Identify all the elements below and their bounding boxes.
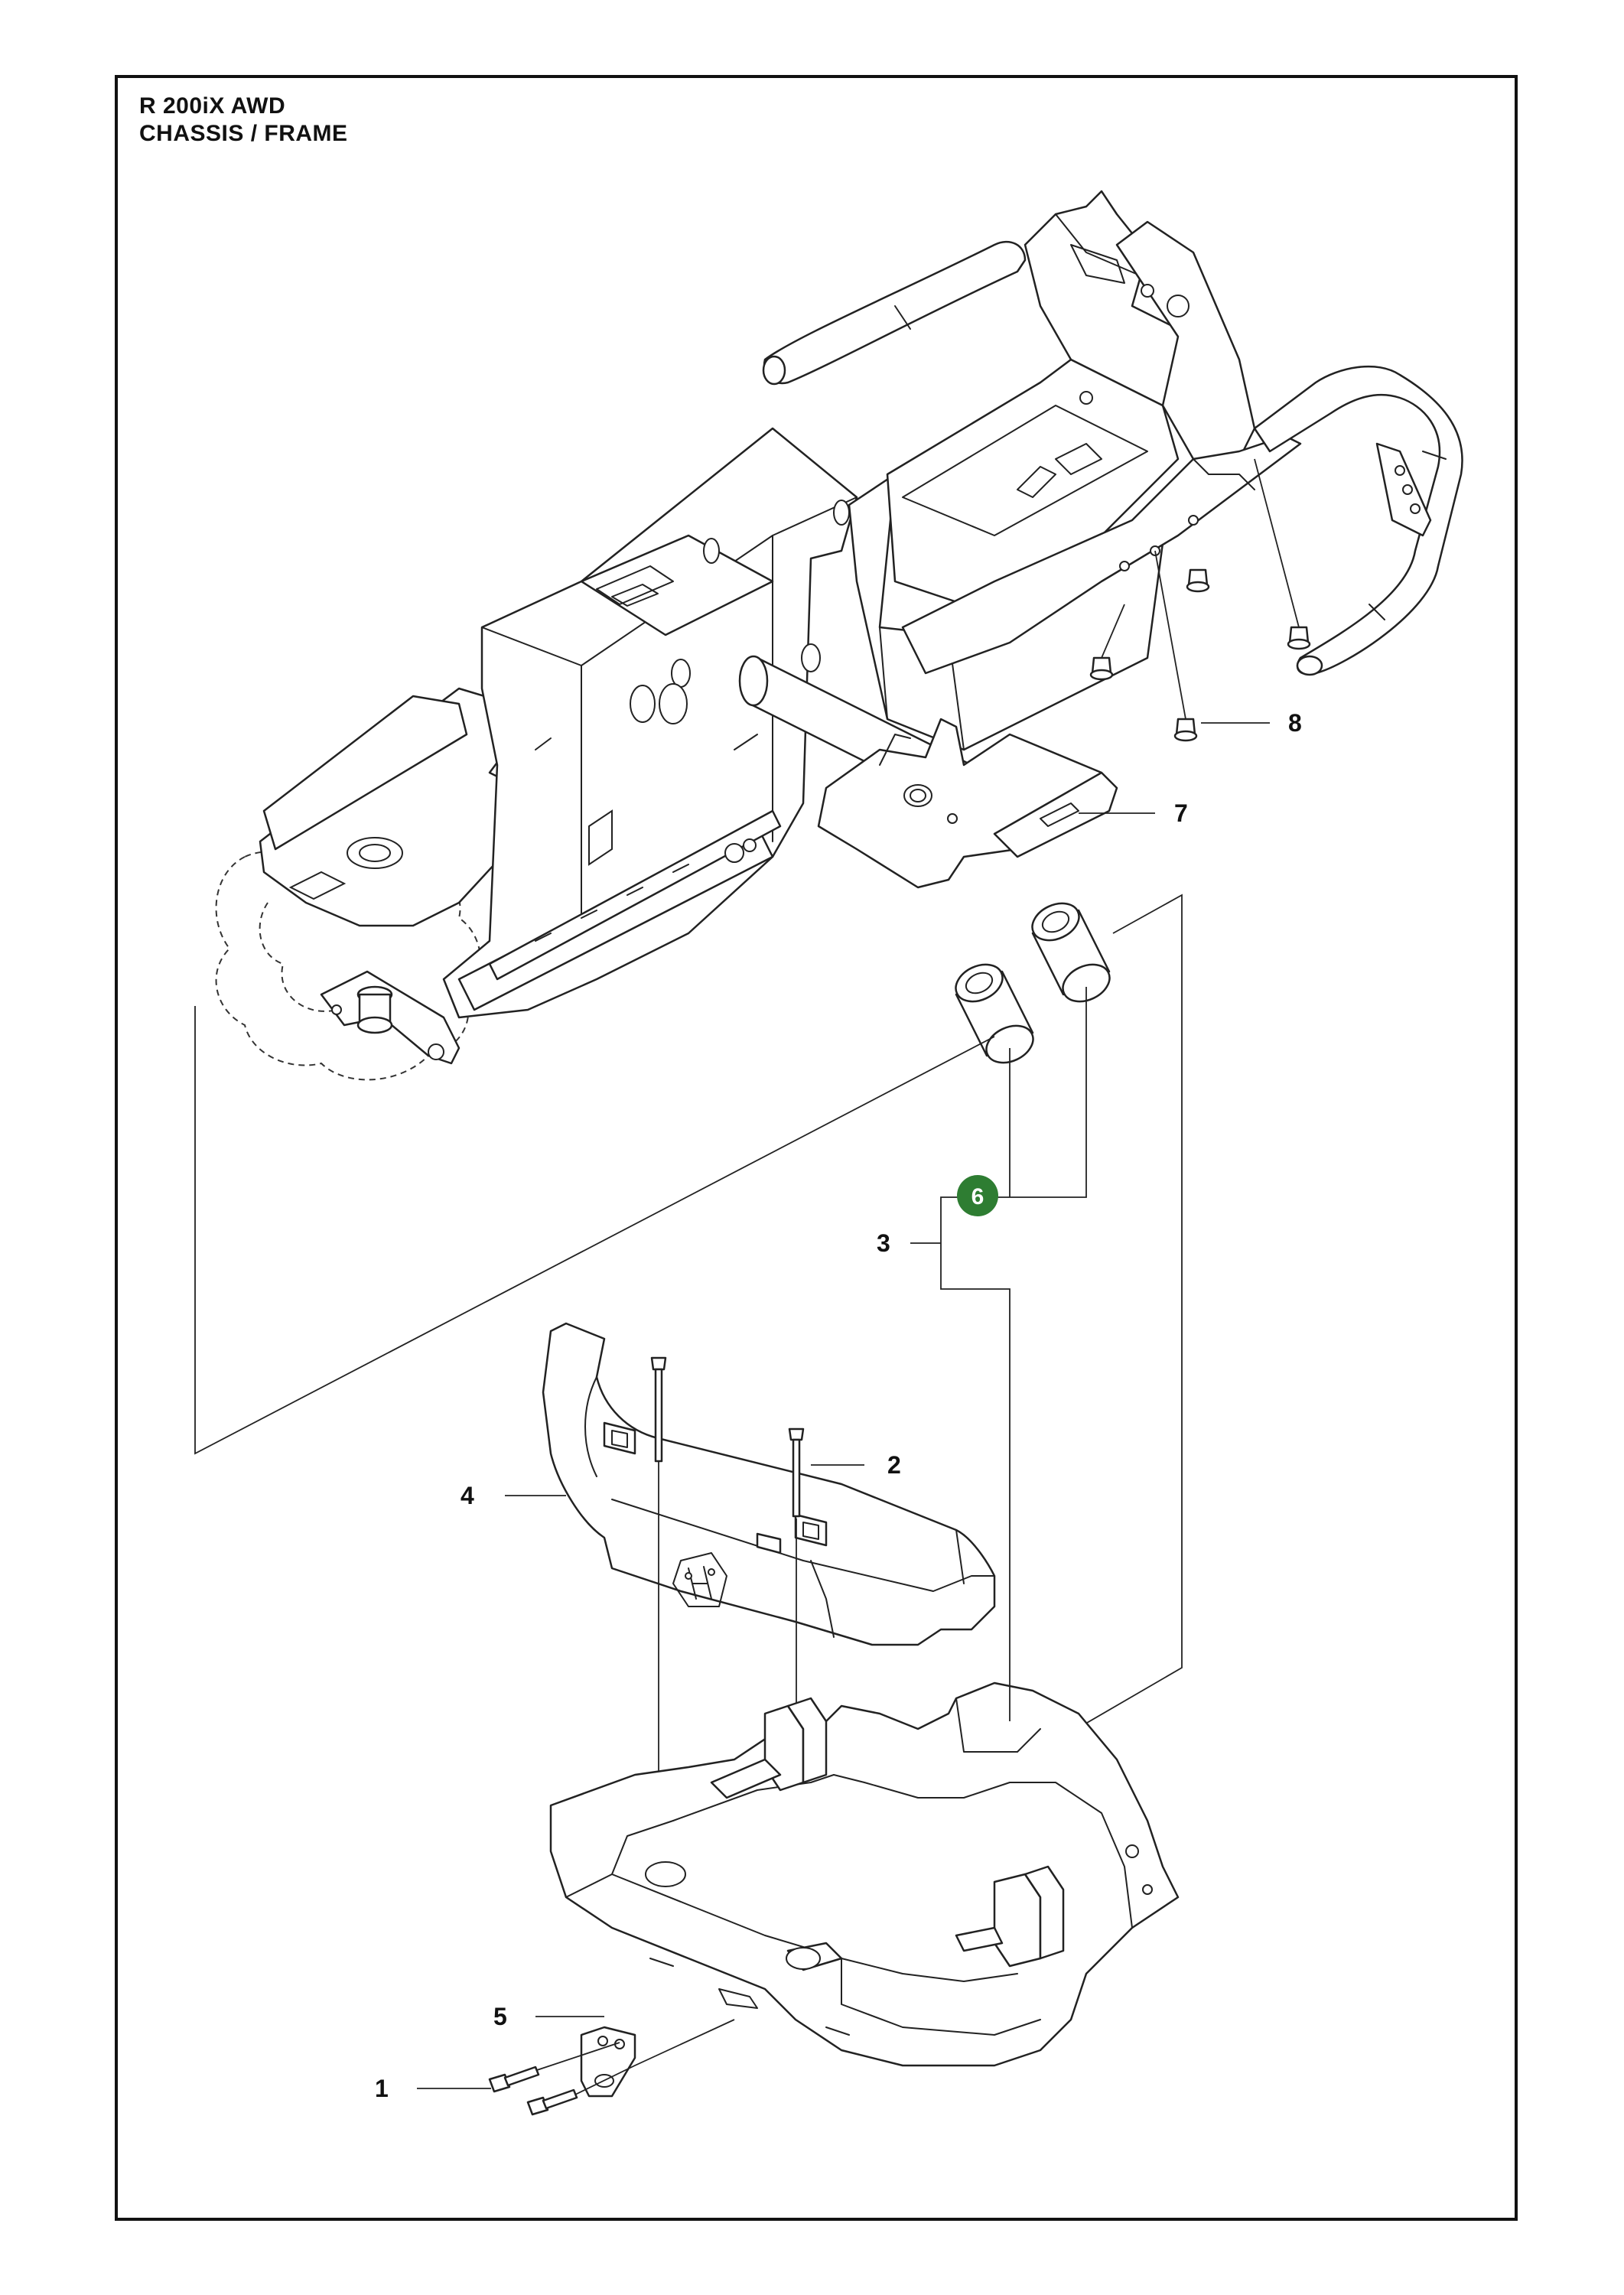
callout-6-highlight[interactable] (957, 1175, 998, 1216)
chassis-frame[interactable] (215, 190, 1463, 1081)
bushings[interactable] (950, 897, 1116, 1070)
rear-tower (1024, 190, 1195, 407)
mounting-bracket[interactable] (580, 2026, 636, 2098)
callout-6[interactable]: 6 (971, 1184, 984, 1209)
bolts-short[interactable] (488, 2066, 578, 2116)
diagram-border (115, 75, 1518, 2221)
callout-2[interactable]: 2 (887, 1451, 901, 1479)
callout-1[interactable]: 1 (375, 2075, 389, 2102)
callout-5[interactable]: 5 (493, 2003, 507, 2030)
right-upright (1115, 220, 1256, 461)
left-handle-rail (763, 240, 1027, 385)
section-title: CHASSIS / FRAME (139, 121, 348, 146)
callout-3[interactable]: 3 (877, 1229, 890, 1257)
upper-rear-frame (886, 358, 1180, 606)
grommets[interactable] (1089, 568, 1311, 742)
callout-8[interactable]: 8 (1288, 709, 1302, 737)
front-bumper-cover[interactable] (542, 1322, 996, 1646)
callout-7[interactable]: 7 (1174, 799, 1188, 827)
assembly-guide-left (194, 1006, 995, 1455)
front-pivot-spindle (320, 970, 461, 1065)
model-title: R 200iX AWD (139, 93, 286, 119)
assembly-guide-right (1063, 894, 1183, 1737)
bumper-base-frame[interactable] (549, 1681, 1180, 2067)
leader-3 (910, 1196, 1011, 1721)
lower-rear-frame (901, 435, 1302, 675)
callout-4[interactable]: 4 (461, 1482, 474, 1509)
